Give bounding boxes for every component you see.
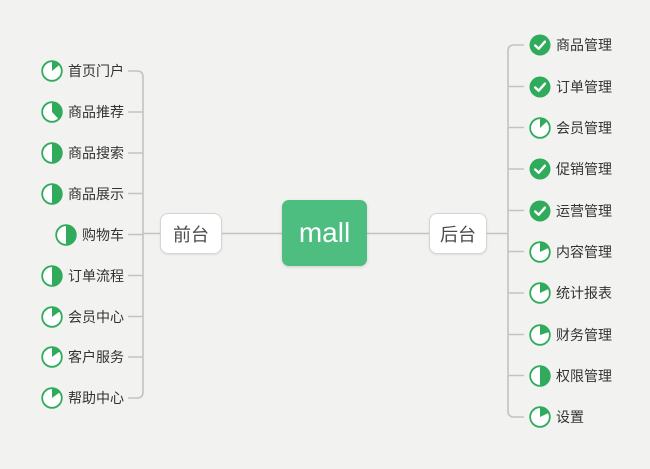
leaf-node-left-6[interactable]: 会员中心	[41, 305, 124, 328]
leaf-label: 会员中心	[68, 308, 124, 325]
leaf-node-right-4[interactable]: 运营管理	[529, 200, 612, 222]
progress-pie-icon	[529, 240, 551, 263]
progress-pie-icon	[55, 223, 77, 246]
leaf-node-right-8[interactable]: 权限管理	[529, 364, 612, 387]
leaf-node-left-3[interactable]: 商品展示	[41, 182, 124, 205]
leaf-label: 客户服务	[68, 349, 124, 365]
progress-pie-icon	[529, 364, 551, 387]
progress-pie-icon	[41, 101, 63, 123]
leaf-label: 商品推荐	[68, 104, 124, 120]
leaf-node-right-6[interactable]: 统计报表	[529, 282, 612, 304]
leaf-node-right-5[interactable]: 内容管理	[529, 240, 612, 263]
progress-pie-icon	[529, 406, 551, 428]
progress-pie-icon	[41, 305, 63, 328]
leaf-node-right-3[interactable]: 促销管理	[529, 158, 612, 180]
branch-node-frontend[interactable]: 前台	[160, 213, 222, 254]
progress-pie-icon	[41, 142, 63, 164]
check-circle-icon	[529, 158, 551, 180]
leaf-label: 促销管理	[556, 161, 612, 177]
leaf-node-left-8[interactable]: 帮助中心	[41, 387, 124, 409]
leaf-node-left-4[interactable]: 购物车	[55, 223, 124, 246]
leaf-label: 订单管理	[556, 78, 612, 95]
check-circle-icon	[529, 34, 551, 56]
leaf-node-left-2[interactable]: 商品搜索	[41, 142, 124, 164]
branch-node-backend[interactable]: 后台	[429, 213, 487, 254]
leaf-label: 权限管理	[556, 367, 612, 384]
leaf-label: 统计报表	[556, 285, 612, 301]
leaf-label: 设置	[556, 409, 584, 425]
leaf-label: 运营管理	[556, 202, 612, 219]
leaf-label: 首页门户	[68, 63, 124, 79]
leaf-label: 购物车	[82, 226, 124, 243]
progress-pie-icon	[41, 182, 63, 205]
check-circle-icon	[529, 200, 551, 222]
leaf-label: 商品搜索	[68, 145, 124, 161]
leaf-label: 商品管理	[556, 37, 612, 53]
leaf-node-left-0[interactable]: 首页门户	[41, 60, 124, 82]
leaf-node-left-5[interactable]: 订单流程	[41, 264, 124, 287]
progress-pie-icon	[529, 116, 551, 139]
check-circle-icon	[529, 76, 551, 98]
leaf-label: 商品展示	[68, 185, 124, 202]
leaf-node-right-7[interactable]: 财务管理	[529, 323, 612, 346]
leaf-node-left-1[interactable]: 商品推荐	[41, 101, 124, 123]
leaf-label: 内容管理	[556, 243, 612, 260]
leaf-node-right-1[interactable]: 订单管理	[529, 76, 612, 98]
leaf-node-left-7[interactable]: 客户服务	[41, 346, 124, 368]
progress-pie-icon	[41, 387, 63, 409]
root-node-mall[interactable]: mall	[282, 200, 367, 266]
progress-pie-icon	[41, 60, 63, 82]
progress-pie-icon	[529, 282, 551, 304]
leaf-node-right-0[interactable]: 商品管理	[529, 34, 612, 56]
leaf-label: 订单流程	[68, 267, 124, 284]
progress-pie-icon	[41, 264, 63, 287]
leaf-node-right-9[interactable]: 设置	[529, 406, 584, 428]
leaf-label: 帮助中心	[68, 390, 124, 406]
leaf-label: 财务管理	[556, 326, 612, 343]
progress-pie-icon	[529, 323, 551, 346]
leaf-label: 会员管理	[556, 119, 612, 136]
leaf-node-right-2[interactable]: 会员管理	[529, 116, 612, 139]
progress-pie-icon	[41, 346, 63, 368]
